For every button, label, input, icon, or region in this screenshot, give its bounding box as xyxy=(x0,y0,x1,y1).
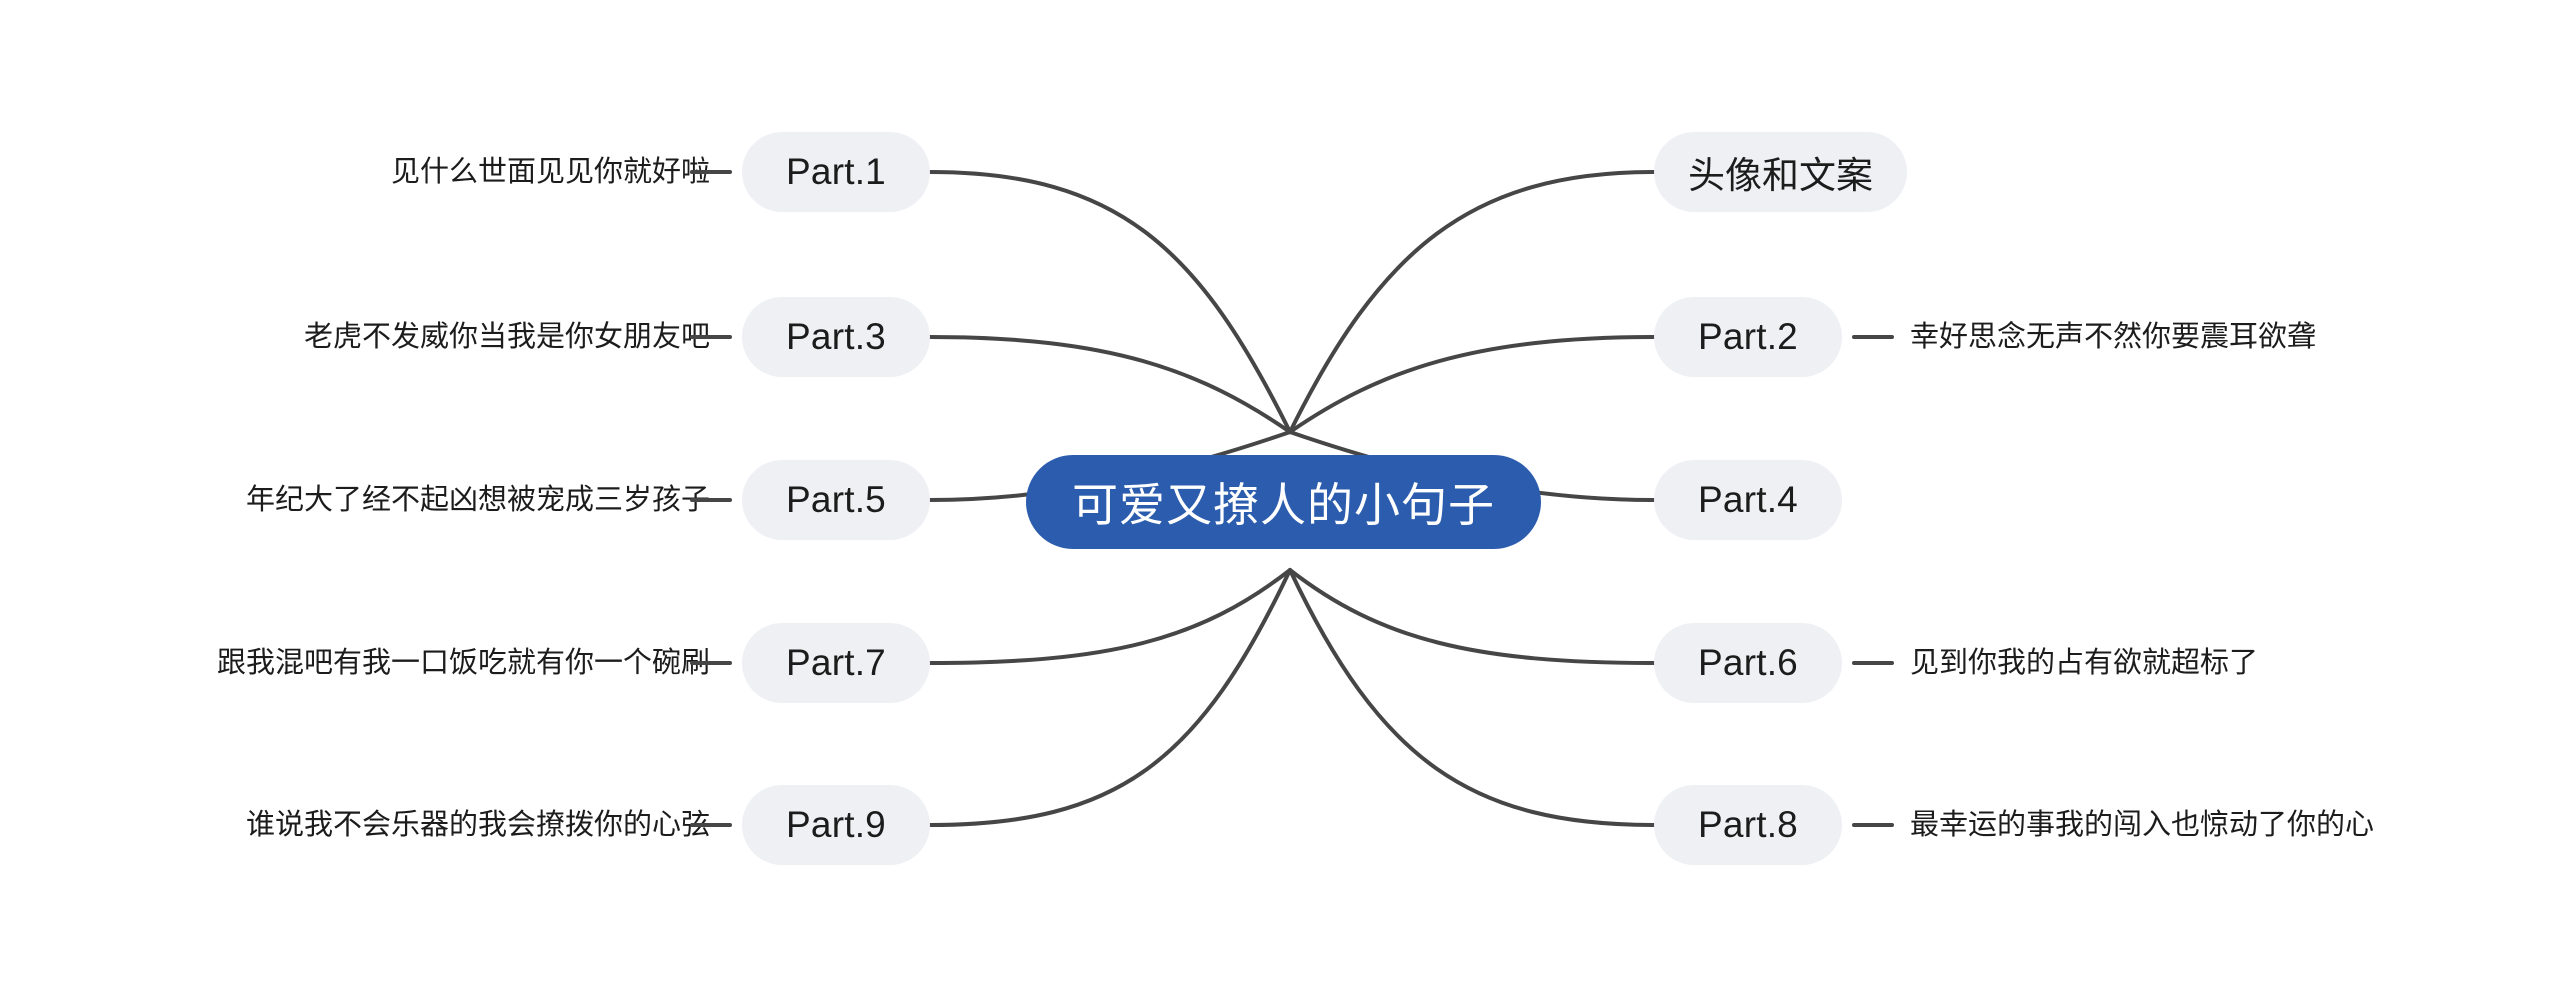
node-part-6[interactable]: Part.6 xyxy=(1654,623,1842,703)
stub-left-2 xyxy=(690,335,732,339)
node-part-3[interactable]: Part.3 xyxy=(742,297,930,377)
leaf-label-right-4: 见到你我的占有欲就超标了 xyxy=(1910,647,2259,679)
edge-left-1 xyxy=(928,170,1292,434)
node-part-8[interactable]: Part.8 xyxy=(1654,785,1842,865)
leaf-label-left-2: 老虎不发威你当我是你女朋友吧 xyxy=(303,321,710,353)
leaf-label-left-1: 见什么世面见见你就好啦 xyxy=(390,156,710,188)
leaf-label-right-2: 幸好思念无声不然你要震耳欲聋 xyxy=(1910,321,2317,353)
node-part-2[interactable]: Part.2 xyxy=(1654,297,1842,377)
node-part-5[interactable]: Part.5 xyxy=(742,460,930,540)
stub-right-4 xyxy=(1852,661,1894,665)
node-topic-avatar-copy[interactable]: 头像和文案 xyxy=(1654,132,1907,212)
node-part-1[interactable]: Part.1 xyxy=(742,132,930,212)
stub-right-2 xyxy=(1852,335,1894,339)
edge-right-1 xyxy=(1288,170,1656,434)
central-node[interactable]: 可爱又撩人的小句子 xyxy=(1026,455,1541,549)
edge-right-4 xyxy=(1288,568,1656,665)
stub-right-5 xyxy=(1852,823,1894,827)
node-part-4[interactable]: Part.4 xyxy=(1654,460,1842,540)
stub-left-4 xyxy=(690,661,732,665)
stub-left-5 xyxy=(690,823,732,827)
edge-left-2 xyxy=(928,335,1292,434)
leaf-label-left-3: 年纪大了经不起凶想被宠成三岁孩子 xyxy=(245,484,710,516)
node-part-9[interactable]: Part.9 xyxy=(742,785,930,865)
leaf-label-left-5: 谁说我不会乐器的我会撩拨你的心弦 xyxy=(245,809,710,841)
leaf-label-left-4: 跟我混吧有我一口饭吃就有你一个碗刷 xyxy=(216,647,710,679)
stub-left-3 xyxy=(690,498,732,502)
node-part-7[interactable]: Part.7 xyxy=(742,623,930,703)
leaf-label-right-5: 最幸运的事我的闯入也惊动了你的心 xyxy=(1910,809,2375,841)
edge-right-5 xyxy=(1288,568,1656,827)
stub-left-1 xyxy=(690,170,732,174)
edge-left-5 xyxy=(928,568,1292,827)
edge-left-4 xyxy=(928,568,1292,665)
edge-right-2 xyxy=(1288,335,1656,434)
